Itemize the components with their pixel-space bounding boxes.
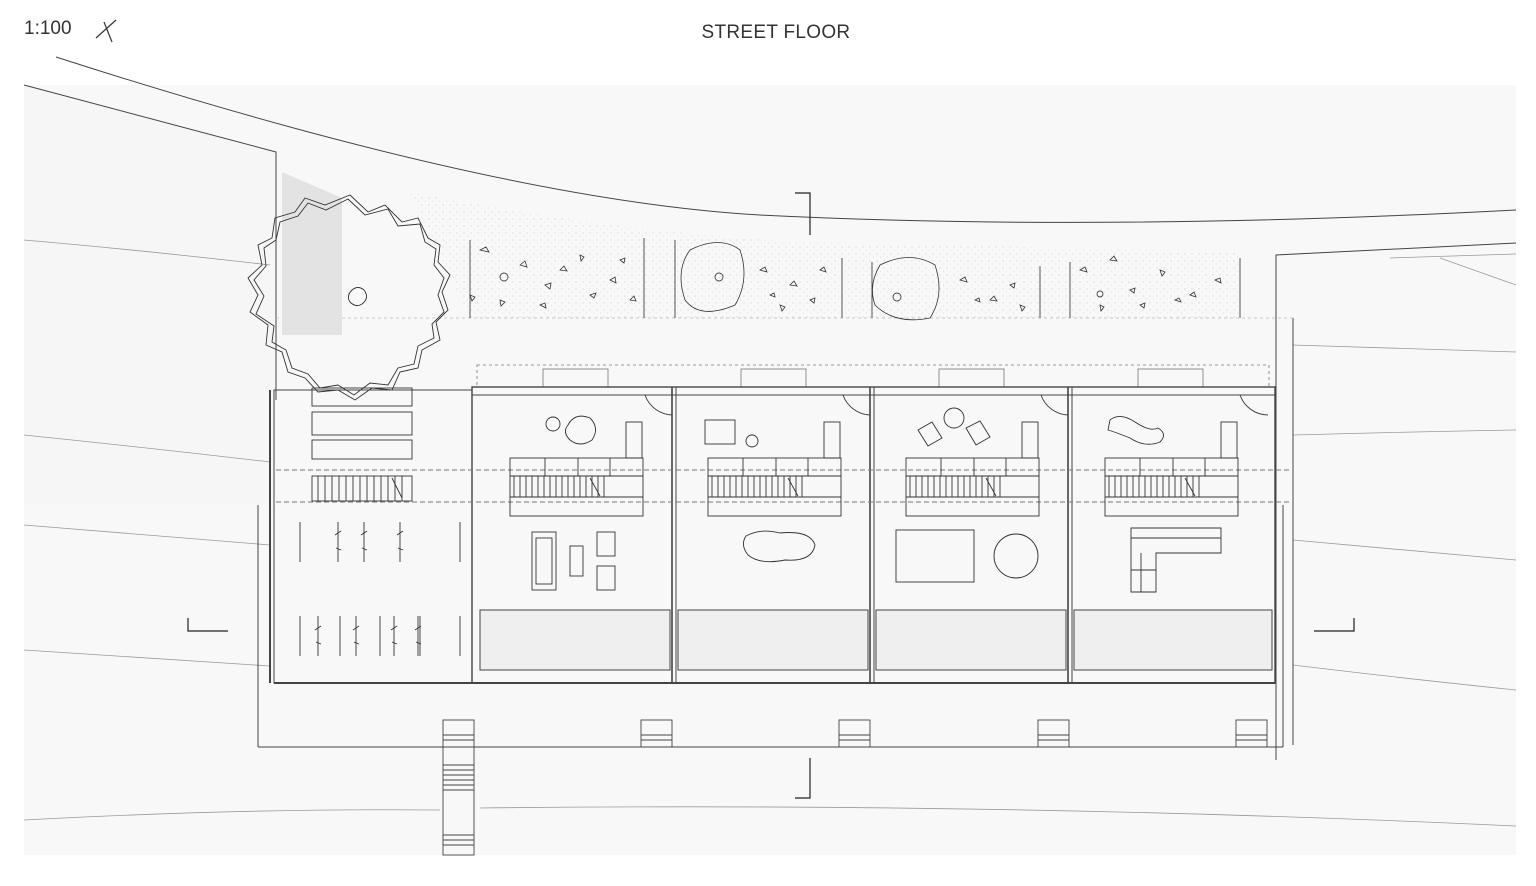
entry-steps [442,719,1268,856]
drawing-title: STREET FLOOR [701,22,851,43]
bike-storage [299,387,461,656]
section-markers [187,192,1355,799]
street-edge [23,56,1517,760]
building [257,386,1290,748]
shrubs [469,242,1222,321]
scale-label: 1:100 [24,18,72,39]
furniture [531,407,1222,593]
sidewalk-texture [410,192,1240,318]
tree [247,172,451,401]
unit-stairs [509,421,1239,517]
north-arrow-icon [95,19,117,43]
terrain [23,85,1517,855]
planters [469,238,1241,318]
